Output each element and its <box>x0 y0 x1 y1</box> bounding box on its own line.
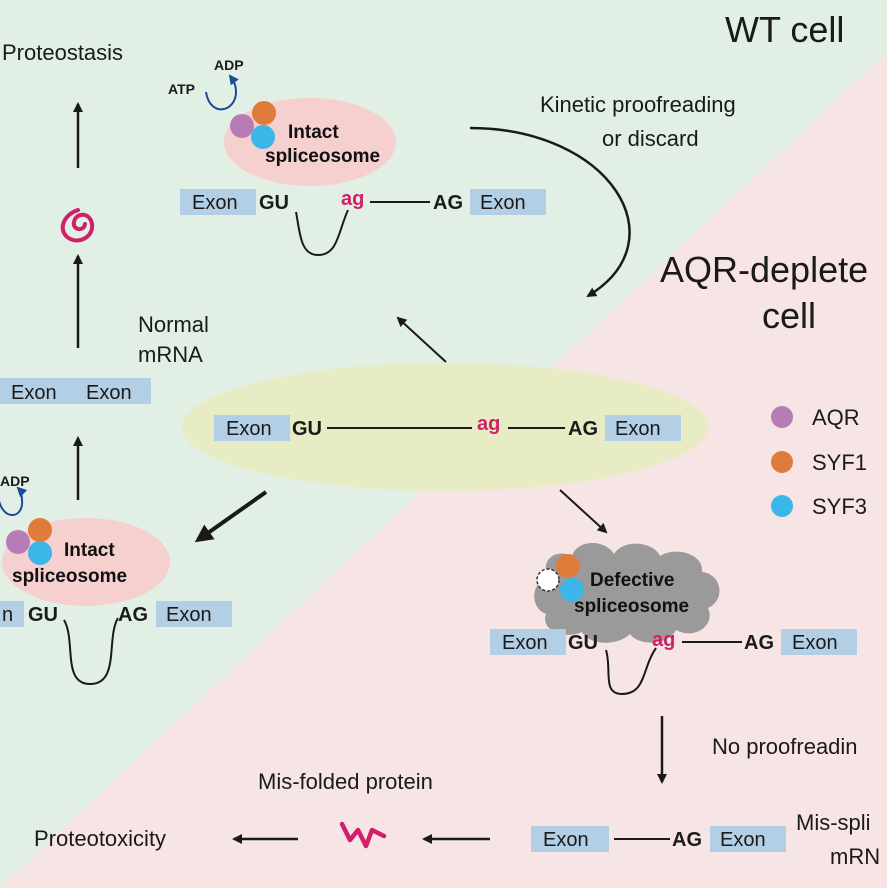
legend-syf1-label: SYF1 <box>812 450 867 475</box>
exon-label: Exon <box>543 829 589 851</box>
pre-mrna-group: Exon GU ag AG Exon <box>182 363 708 491</box>
legend-syf3-label: SYF3 <box>812 494 867 519</box>
exon-label: Exon <box>11 382 57 404</box>
exon-box <box>605 415 681 441</box>
exon-box <box>156 601 232 627</box>
ag-upper-site: AG <box>433 192 463 214</box>
misfolded-protein-icon <box>339 821 387 849</box>
aqr-protein <box>6 530 30 554</box>
exon-label: Exon <box>502 632 548 654</box>
exon-label: Exon <box>192 192 238 214</box>
kinetic-proofreading-label: Kinetic proofreading <box>540 92 736 117</box>
syf3-protein <box>251 125 275 149</box>
syf1-protein <box>556 554 580 578</box>
legend-aqr-label: AQR <box>812 405 860 430</box>
normal-mrna-label-line2: mRNA <box>138 342 203 367</box>
ag-upper-site: AG <box>672 829 702 851</box>
exon-box <box>531 826 609 852</box>
legend-syf3-swatch <box>771 495 793 517</box>
exon-box <box>781 629 857 655</box>
exon-box <box>214 415 290 441</box>
intron-loop <box>63 617 119 686</box>
exon-box <box>470 189 546 215</box>
missing-aqr-protein <box>536 568 560 592</box>
adp-label: ADP <box>0 473 30 489</box>
arrow-to-bottom-spliceosome <box>194 490 268 543</box>
ag-lower-site: ag <box>652 629 675 651</box>
kinetic-proofreading-arrow <box>469 126 631 298</box>
bottom-intact-spliceosome-group: ADP Intact spliceosome n GU AG Exon <box>0 473 232 686</box>
exon-box <box>180 189 256 215</box>
exon-label: Exon <box>480 192 526 214</box>
defective-label-line2: spliceosome <box>574 596 689 617</box>
folded-protein-icon <box>60 208 95 243</box>
exon-label: Exon <box>720 829 766 851</box>
intact-label-line1: Intact <box>288 122 339 143</box>
ag-lower-site: ag <box>341 188 364 210</box>
intact-label-line2: spliceosome <box>12 566 127 587</box>
atp-arrow <box>0 486 28 516</box>
exon-label: Exon <box>792 632 838 654</box>
arrow-to-defective-spliceosome <box>559 489 608 534</box>
legend: AQR SYF1 SYF3 <box>771 405 867 519</box>
atp-arrow <box>205 74 239 111</box>
exon-box <box>490 629 566 655</box>
atp-label: ATP <box>168 81 195 97</box>
intact-label-line2: spliceosome <box>265 146 380 167</box>
exon-label: Exon <box>615 418 661 440</box>
exon-label-partial: n <box>2 604 13 626</box>
kinetic-proofreading-label-line2: or discard <box>602 126 699 151</box>
aqr-protein <box>230 114 254 138</box>
normal-mrna: Exon Exon <box>0 378 151 404</box>
legend-syf1-swatch <box>771 451 793 473</box>
exon-label: Exon <box>166 604 212 626</box>
intact-spliceosome <box>2 518 170 606</box>
top-intact-spliceosome-group: ATP ADP Intact spliceosome Exon GU ag AG… <box>168 57 546 257</box>
defective-label-line1: Defective <box>590 570 675 591</box>
ag-lower-site: ag <box>477 413 500 435</box>
no-proofreading-label: No proofreadin <box>712 734 858 759</box>
defective-spliceosome-cloud <box>534 543 720 643</box>
mis-spliced-label-line1: Mis-spli <box>796 810 871 835</box>
syf1-protein <box>252 101 276 125</box>
intact-label-line1: Intact <box>64 540 115 561</box>
mis-spliced-mrna: Exon AG Exon <box>531 826 786 852</box>
syf3-protein <box>28 541 52 565</box>
exon-label: Exon <box>226 418 272 440</box>
defective-spliceosome-group: Defective spliceosome Exon GU ag AG Exon <box>490 543 857 696</box>
proteotoxicity-label: Proteotoxicity <box>34 826 166 851</box>
arrow-to-top-spliceosome <box>396 316 447 363</box>
exon-box <box>0 601 24 627</box>
exon-box <box>0 378 78 404</box>
exon-label: Exon <box>86 382 132 404</box>
gu-site: GU <box>259 192 289 214</box>
syf1-protein <box>28 518 52 542</box>
intron-loop <box>295 209 349 257</box>
proteostasis-label: Proteostasis <box>2 40 123 65</box>
exon-box <box>78 378 151 404</box>
wt-cell-title: WT cell <box>725 9 844 50</box>
adp-label: ADP <box>214 57 244 73</box>
mis-spliced-label-line2: mRN <box>830 844 880 869</box>
ag-upper-site: AG <box>118 604 148 626</box>
gu-site: GU <box>568 632 598 654</box>
ag-upper-site: AG <box>744 632 774 654</box>
legend-aqr-swatch <box>771 406 793 428</box>
syf3-protein <box>560 578 584 602</box>
intron-loop <box>605 647 657 696</box>
aqr-depleted-title-line2: cell <box>762 295 816 336</box>
misfolded-protein-label: Mis-folded protein <box>258 769 433 794</box>
gu-site: GU <box>292 418 322 440</box>
normal-mrna-label-line1: Normal <box>138 312 209 337</box>
ag-upper-site: AG <box>568 418 598 440</box>
gu-site: GU <box>28 604 58 626</box>
exon-box <box>710 826 786 852</box>
aqr-depleted-title: AQR-deplete <box>660 249 868 290</box>
